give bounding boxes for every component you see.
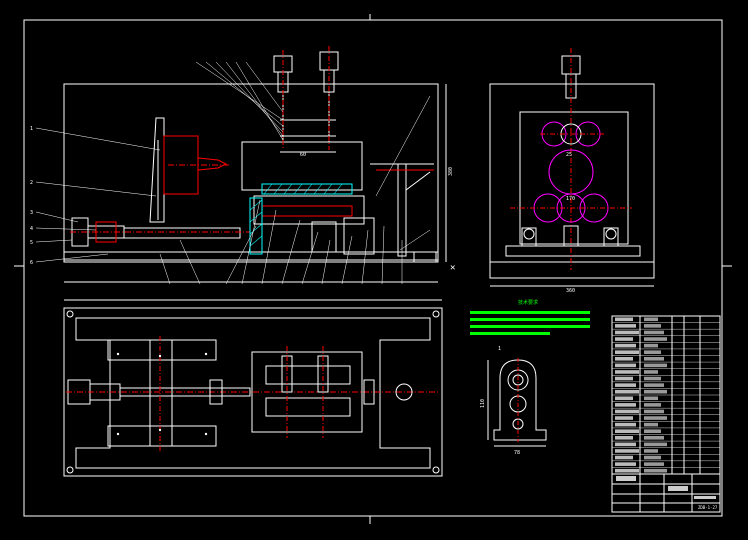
parts-row-material — [644, 389, 667, 394]
parts-row-text — [615, 455, 633, 460]
parts-row-text — [615, 370, 639, 374]
dim-detail-width: 78 — [514, 450, 520, 456]
parts-row-material — [644, 436, 664, 440]
drawing-border — [23, 19, 723, 517]
svg-text:5: 5 — [30, 240, 33, 246]
parts-row-material — [644, 403, 661, 407]
parts-row-material — [644, 350, 661, 354]
tech-requirements: 技术要求 1 — [470, 299, 590, 352]
svg-text:3: 3 — [30, 210, 33, 216]
parts-row-text — [615, 442, 636, 447]
parts-row-material — [644, 449, 658, 453]
parts-row-material — [644, 383, 664, 387]
parts-row-material — [644, 370, 658, 374]
dim-front-height: 380 — [448, 167, 454, 176]
tech-req-line-2 — [470, 318, 590, 321]
detail-marker: 1 — [498, 346, 501, 352]
dim-detail-height: 110 — [480, 399, 486, 408]
parts-row-text — [615, 337, 633, 341]
dim-front-top: 60 — [300, 152, 306, 158]
parts-row-text — [615, 436, 633, 440]
parts-row-text — [615, 468, 639, 473]
parts-row-text — [615, 357, 633, 361]
parts-row-material — [644, 462, 664, 466]
parts-row-material — [644, 357, 664, 361]
parts-row-text — [615, 376, 633, 381]
parts-row-text — [615, 317, 633, 322]
detail-view: 78 110 — [480, 358, 547, 456]
parts-row-text — [615, 409, 639, 414]
parts-row-material — [644, 337, 667, 341]
tech-req-line-4 — [470, 332, 550, 335]
drawing-number: ZDB-1-27 — [698, 505, 718, 510]
parts-list-table — [611, 315, 721, 475]
parts-row-material — [644, 317, 658, 322]
parts-row-text — [615, 343, 636, 348]
parts-row-text — [615, 330, 639, 335]
parts-row-text — [615, 324, 636, 328]
parts-row-material — [644, 396, 658, 401]
part-number-labels: 1 2 3 4 5 6 — [30, 126, 33, 266]
parts-row-text — [615, 416, 633, 420]
front-view: 380 60 1 2 3 4 5 6 ✕ — [30, 46, 455, 285]
dim-side-center: 25 — [566, 152, 572, 158]
side-view: 360 25 170 — [489, 48, 655, 294]
svg-text:6: 6 — [30, 260, 33, 266]
parts-row-material — [644, 429, 661, 433]
parts-row-material — [644, 468, 667, 473]
parts-row-material — [644, 376, 661, 381]
parts-row-material — [644, 330, 664, 335]
dim-side-width: 360 — [566, 288, 575, 294]
parts-row-material — [644, 455, 661, 460]
parts-row-material — [644, 442, 667, 447]
top-view — [63, 299, 443, 477]
tech-req-line-1 — [470, 311, 590, 314]
parts-row-text — [615, 449, 639, 453]
parts-row-text — [615, 383, 636, 387]
parts-row-material — [644, 416, 667, 420]
parts-row-text — [615, 396, 633, 401]
parts-row-text — [615, 462, 636, 466]
parts-row-text — [615, 363, 636, 368]
section-mark-x: ✕ — [450, 263, 455, 273]
parts-row-material — [644, 324, 661, 328]
parts-row-text — [615, 350, 639, 354]
dim-side-inner: 170 — [566, 196, 575, 202]
parts-row-material — [644, 343, 658, 348]
svg-text:1: 1 — [30, 126, 33, 132]
parts-row-text — [615, 403, 636, 407]
svg-text:2: 2 — [30, 180, 33, 186]
title-block: ZDB-1-27 — [611, 473, 721, 513]
parts-row-material — [644, 409, 664, 414]
tech-requirements-title: 技术要求 — [518, 299, 538, 306]
parts-row-text — [615, 429, 639, 433]
svg-text:4: 4 — [30, 226, 33, 232]
parts-row-material — [644, 422, 658, 427]
parts-row-text — [615, 389, 639, 394]
parts-row-text — [615, 422, 636, 427]
tech-req-line-3 — [470, 325, 590, 328]
parts-row-material — [644, 363, 667, 368]
